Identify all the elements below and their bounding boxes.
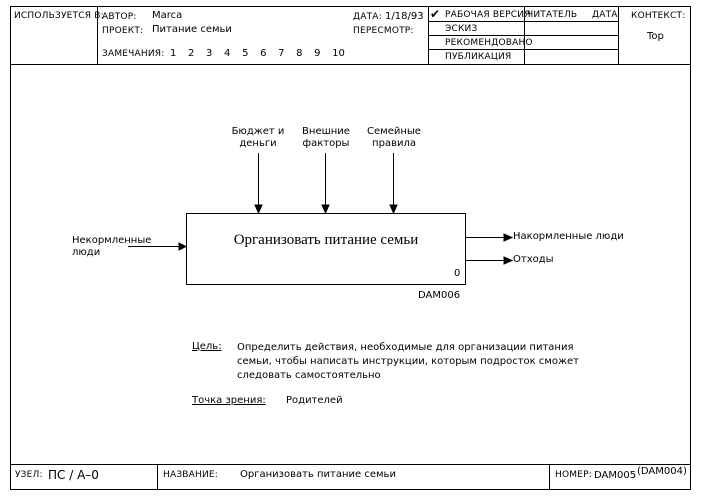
activity-number: 0 [454,268,461,279]
notes-numbers: 1 2 3 4 5 6 7 8 9 10 [170,48,345,59]
note-number: 5 [242,48,249,59]
output-arrows [466,233,514,265]
control-label-external: Внешние факторы [302,126,350,149]
output-label-waste: Отходы [513,254,554,265]
note-number: 1 [170,48,177,59]
node-value: ПС / А–0 [48,468,99,482]
reader-date-label: ДАТА [592,10,618,20]
input-arrow [128,242,188,251]
note-number: 8 [296,48,303,59]
date-value: 1/18/93 [385,11,424,22]
project-label: ПРОЕКТ: [102,26,144,36]
purpose-label: Цель: [192,341,222,352]
control-label-budget: Бюджет и деньги [231,126,285,149]
author-label: АВТОР: [102,12,137,22]
viewpoint-label: Точка зрения: [192,395,266,406]
used-at-label: ИСПОЛЬЗУЕТСЯ В: [14,11,104,21]
number-label: НОМЕР: [555,470,592,480]
author-value: Marca [152,10,183,21]
note-number: 10 [332,48,345,59]
reader-label: ЧИТАТЕЛЬ [527,10,578,20]
revision-label: ПЕРЕСМОТР: [353,26,414,36]
note-number: 2 [188,48,195,59]
project-value: Питание семьи [152,24,232,35]
number-alt-value: (DAM004) [637,466,687,477]
activity-box[interactable] [186,213,466,285]
activity-name: Организовать питание семьи [233,232,419,248]
control-arrows [254,153,398,215]
status-publication[interactable]: ПУБЛИКАЦИЯ [445,52,512,62]
context-value: Top [647,31,664,42]
status-recommended[interactable]: РЕКОМЕНДОВАНО [445,38,533,48]
notes-label: ЗАМЕЧАНИЯ: [102,49,165,59]
input-label: Некормленные люди [72,235,152,258]
title-value: Организовать питание семьи [240,469,396,480]
node-label: УЗЕЛ: [15,470,43,480]
number-value: DAM005 [594,470,637,481]
note-number: 6 [260,48,267,59]
status-draft[interactable]: ЭСКИЗ [445,24,478,34]
purpose-text: Определить действия, необходимые для орг… [237,342,580,381]
note-number: 7 [278,48,285,59]
viewpoint-value: Родителей [286,395,343,406]
note-number: 4 [224,48,231,59]
output-label-fed-people: Накормленные люди [513,231,624,242]
control-label-rules: Семейные правила [367,126,421,149]
activity-ref: DAM006 [418,290,461,301]
date-label: ДАТА: [353,12,382,22]
context-label: КОНТЕКСТ: [631,11,686,21]
title-label: НАЗВАНИЕ: [163,470,219,480]
check-mark-icon: ✔ [430,7,441,21]
note-number: 9 [314,48,321,59]
status-working-version[interactable]: РАБОЧАЯ ВЕРСИЯ [445,10,531,20]
note-number: 3 [206,48,213,59]
